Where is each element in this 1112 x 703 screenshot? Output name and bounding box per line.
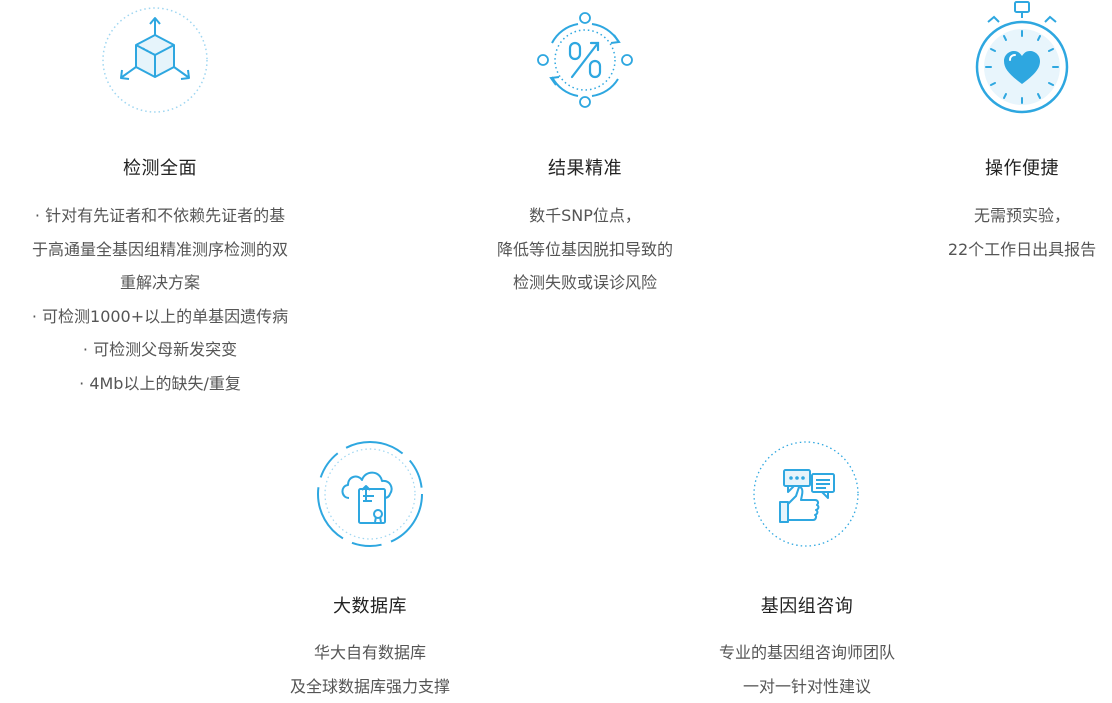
description-line: · 可检测父母新发突变: [0, 333, 330, 367]
feature-easy-operation: 操作便捷 无需预实验， 22个工作日出具报告: [912, 0, 1112, 270]
description-line: 无需预实验，: [912, 199, 1112, 233]
feature-title: 大数据库: [230, 592, 510, 618]
description-line: 检测失败或误诊风险: [445, 266, 725, 300]
cube-arrows-icon: [100, 5, 210, 115]
consult-thumbs-up-icon: [752, 440, 860, 548]
description-line: · 针对有先证者和不依赖先证者的基: [0, 199, 330, 233]
cloud-database-icon: [316, 440, 424, 548]
feature-title: 操作便捷: [912, 154, 1112, 180]
description-line: 降低等位基因脱扣导致的: [445, 233, 725, 267]
feature-genome-consulting: 基因组咨询 专业的基因组咨询师团队 一对一针对性建议: [667, 430, 947, 695]
description-line: 专业的基因组咨询师团队: [667, 636, 947, 670]
description-line: 重解决方案: [0, 266, 330, 300]
description-line: 华大自有数据库: [230, 636, 510, 670]
description-line: 一对一针对性建议: [667, 670, 947, 703]
feature-title: 基因组咨询: [667, 592, 947, 618]
description-line: 22个工作日出具报告: [912, 233, 1112, 267]
feature-description: 华大自有数据库 及全球数据库强力支撑: [230, 636, 510, 703]
percent-cycle-icon: [530, 5, 640, 115]
feature-accurate-results: 结果精准 数千SNP位点， 降低等位基因脱扣导致的 检测失败或误诊风险: [445, 0, 725, 300]
feature-title: 结果精准: [445, 154, 725, 180]
description-line: · 可检测1000+以上的单基因遗传病: [0, 300, 330, 334]
stopwatch-heart-icon: [972, 0, 1072, 120]
description-line: 数千SNP位点，: [445, 199, 725, 233]
feature-title: 检测全面: [0, 154, 330, 180]
feature-description: 数千SNP位点， 降低等位基因脱扣导致的 检测失败或误诊风险: [445, 199, 725, 300]
feature-comprehensive-testing: 检测全面 · 针对有先证者和不依赖先证者的基 于高通量全基因组精准测序检测的双 …: [0, 0, 330, 400]
description-line: 及全球数据库强力支撑: [230, 670, 510, 703]
feature-description: 无需预实验， 22个工作日出具报告: [912, 199, 1112, 266]
description-line: 于高通量全基因组精准测序检测的双: [0, 233, 330, 267]
feature-big-database: 大数据库 华大自有数据库 及全球数据库强力支撑: [230, 430, 510, 695]
feature-description: 专业的基因组咨询师团队 一对一针对性建议: [667, 636, 947, 703]
description-line: · 4Mb以上的缺失/重复: [0, 367, 330, 401]
feature-description: · 针对有先证者和不依赖先证者的基 于高通量全基因组精准测序检测的双 重解决方案…: [0, 199, 330, 400]
